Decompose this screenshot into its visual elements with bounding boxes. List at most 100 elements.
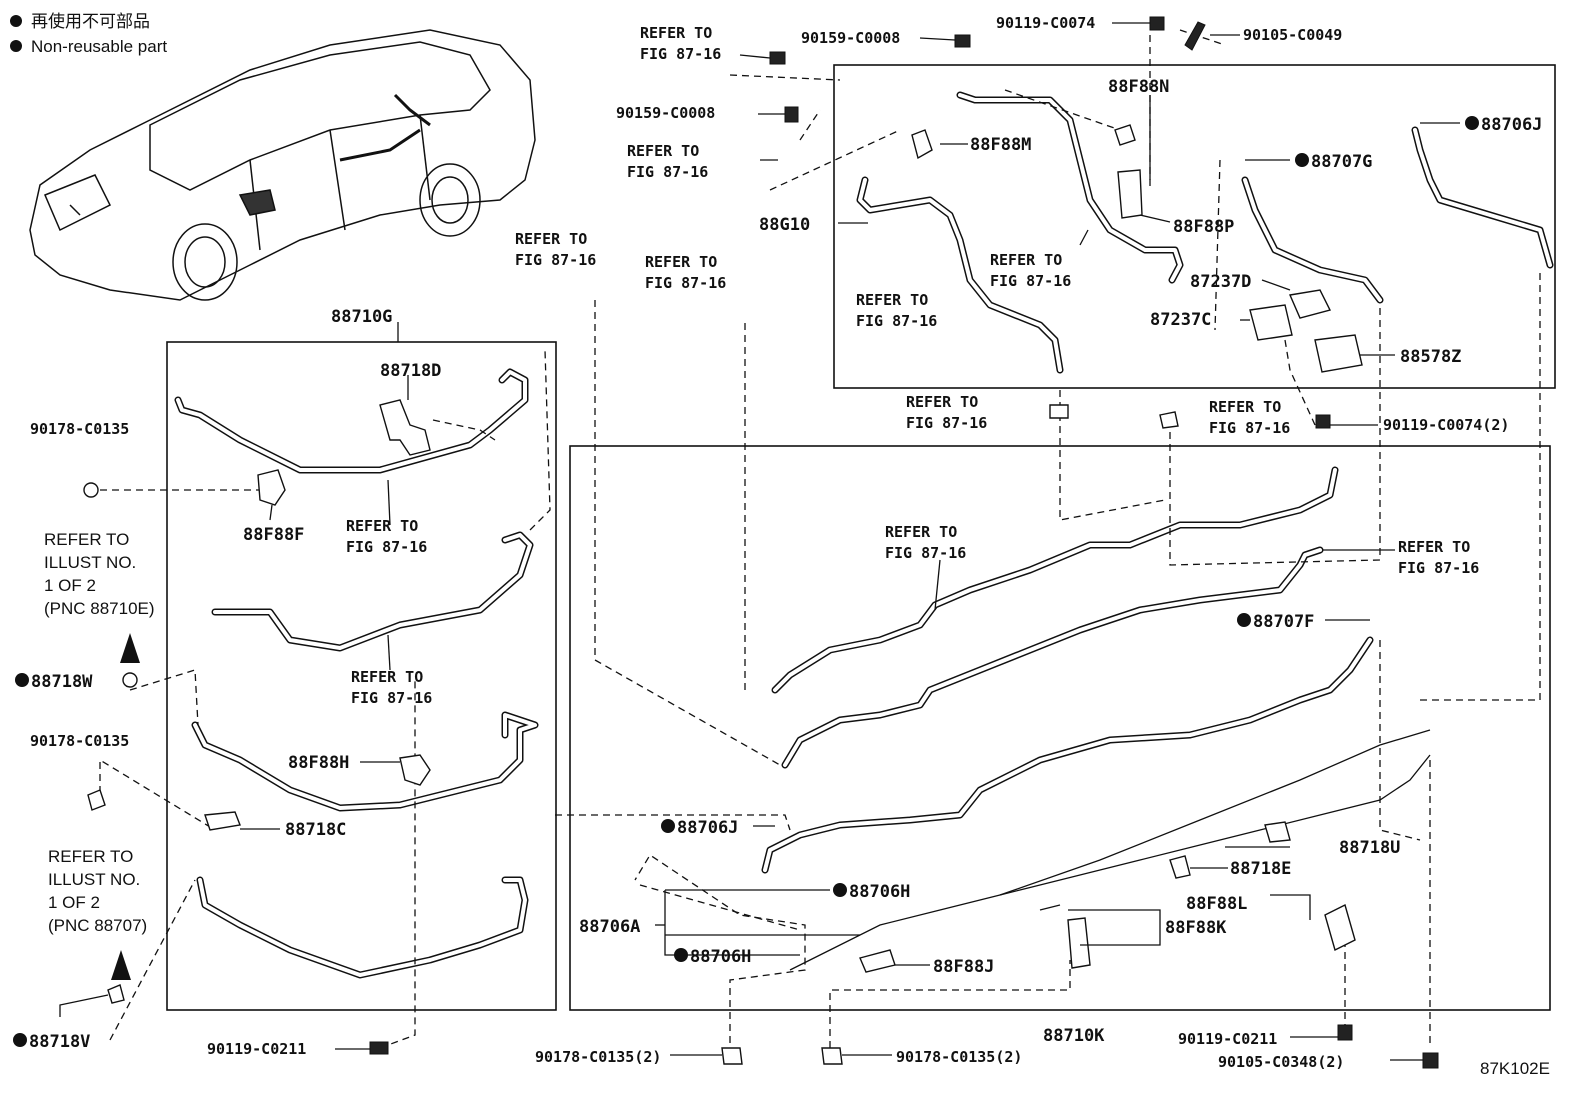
part-label-90178-c0135-2b: 90178-C0135(2) — [896, 1048, 1022, 1066]
bolt-90119-c0074-2-icon — [1315, 414, 1331, 429]
clamp-88718e-icon — [1169, 855, 1191, 879]
non-reusable-bullet-icon — [661, 819, 675, 833]
part-label-88f88f: 88F88F — [243, 525, 304, 545]
fig-reference: FIG 87-16 — [1398, 559, 1479, 577]
part-label-88f88l: 88F88L — [1186, 894, 1247, 914]
clamp-88f88m-icon — [911, 129, 933, 160]
refer-to-label: REFER TO — [856, 291, 928, 309]
refer-to-label: REFER TO — [1209, 398, 1281, 416]
part-label-88f88j: 88F88J — [933, 957, 994, 977]
part-label-90119-c0211-a: 90119-C0211 — [207, 1040, 306, 1058]
non-reusable-bullet-icon — [13, 1033, 27, 1047]
illust-no-label: ILLUST NO. — [44, 553, 136, 572]
grommet-88718v-icon — [107, 984, 125, 1004]
fig-reference: FIG 87-16 — [906, 414, 987, 432]
bolt-90119-c0074-icon — [1149, 16, 1165, 31]
grommet-90178-2a-icon — [721, 1047, 743, 1065]
part-label-88f88h: 88F88H — [288, 753, 349, 773]
one-of-two-label: 1 OF 2 — [48, 893, 100, 912]
fig-reference: FIG 87-16 — [640, 45, 721, 63]
part-label-87237d: 87237D — [1190, 272, 1251, 292]
refer-to-label: REFER TO — [906, 393, 978, 411]
part-label-88707g: 88707G — [1311, 152, 1372, 172]
part-label-88g10: 88G10 — [759, 215, 810, 235]
part-label-90119-c0074-2: 90119-C0074(2) — [1383, 416, 1509, 434]
grommet-90178-icon — [83, 482, 99, 498]
clamp-88f88f-icon — [257, 469, 286, 506]
arrow-up-88707-icon — [111, 950, 131, 980]
bolt-90119-c0211-right-icon — [1337, 1024, 1353, 1041]
bolt-90159-c0008-icon — [769, 51, 786, 65]
fig-reference: FIG 87-16 — [346, 538, 427, 556]
part-label-88f88n: 88F88N — [1108, 77, 1169, 97]
part-label-87237c: 87237C — [1150, 310, 1211, 330]
fig-reference: FIG 87-16 — [645, 274, 726, 292]
part-label-90119-c0074: 90119-C0074 — [996, 14, 1095, 32]
pnc-88707-label: (PNC 88707) — [48, 916, 147, 935]
non-reusable-bullet-icon — [15, 673, 29, 687]
grommet-90178-2b-icon — [821, 1047, 843, 1065]
refer-to-label: REFER TO — [640, 24, 712, 42]
refer-to-label: REFER TO — [351, 668, 423, 686]
fig-reference: FIG 87-16 — [351, 689, 432, 707]
part-label-90105-c0049: 90105-C0049 — [1243, 26, 1342, 44]
refer-to-label: REFER TO — [346, 517, 418, 535]
callout-leaders — [59, 22, 1460, 1061]
gasket-88578z-icon — [1314, 334, 1363, 373]
part-label-88f88k: 88F88K — [1165, 918, 1227, 938]
piping-88710g-group — [174, 368, 539, 979]
non-reusable-bullet-icon — [1237, 613, 1251, 627]
part-label-88706h-a: 88706H — [849, 882, 910, 902]
refer-to-label: REFER TO — [627, 142, 699, 160]
piping-88710k-group — [761, 466, 1431, 971]
part-label-88718v: 88718V — [29, 1032, 90, 1052]
part-label-90119-c0211-b: 90119-C0211 — [1178, 1030, 1277, 1048]
part-label-88706h-b: 88706H — [690, 947, 751, 967]
pnc-88710e-label: (PNC 88710E) — [44, 599, 155, 618]
bolt-90119-c0211-icon — [369, 1041, 389, 1055]
bolt-90159-c0008-mid-icon — [954, 34, 971, 48]
part-label-90159-c0008-b: 90159-C0008 — [616, 104, 715, 122]
refer-illust-label: REFER TO — [48, 847, 133, 866]
assembly-box-88710g — [166, 341, 557, 1011]
refer-to-label: REFER TO — [1398, 538, 1470, 556]
vehicle-illustration — [29, 29, 536, 301]
fig-reference: FIG 87-16 — [885, 544, 966, 562]
clamp-refer-left-icon — [1049, 404, 1069, 419]
non-reusable-bullet-icon — [674, 948, 688, 962]
bolt-90105-c0348-icon — [1422, 1052, 1439, 1069]
bracket-88718d-icon — [379, 399, 431, 456]
part-label-90178-c0135-2a: 90178-C0135(2) — [535, 1048, 661, 1066]
part-label-88707f: 88707F — [1253, 612, 1314, 632]
legend-japanese: 再使用不可部品 — [31, 11, 150, 31]
bolt-90159-c0008-lower-icon — [784, 106, 799, 123]
fig-reference: FIG 87-16 — [515, 251, 596, 269]
fig-reference: FIG 87-16 — [856, 312, 937, 330]
part-label-88718u: 88718U — [1339, 838, 1400, 858]
bracket-88f88k-icon — [1067, 917, 1091, 969]
fig-reference: FIG 87-16 — [627, 163, 708, 181]
non-reusable-bullet-icon — [1465, 116, 1479, 130]
part-label-88718w: 88718W — [31, 672, 93, 692]
arrow-up-88710e-icon — [120, 633, 140, 663]
legend-english: Non-reusable part — [31, 37, 167, 56]
fig-reference: FIG 87-16 — [1209, 419, 1290, 437]
clamp-88f88h-icon — [399, 754, 431, 786]
bracket-87237d-icon — [1289, 289, 1332, 319]
dashed-leaders — [99, 29, 1541, 1055]
assembly-box-88710k — [569, 445, 1551, 1011]
part-label-88f88m: 88F88M — [970, 135, 1031, 155]
fig-reference: FIG 87-16 — [990, 272, 1071, 290]
grommet-90178-lower-icon — [87, 789, 106, 811]
one-of-two-label: 1 OF 2 — [44, 576, 96, 595]
part-label-88718e: 88718E — [1230, 859, 1291, 879]
part-label-88f88p: 88F88P — [1173, 217, 1234, 237]
part-label-88718c: 88718C — [285, 820, 346, 840]
piping-88g10-group — [856, 91, 1554, 374]
assembly-box-88g10 — [833, 64, 1556, 389]
bracket-88f88p-icon — [1117, 169, 1143, 219]
figure-id: 87K102E — [1480, 1059, 1550, 1078]
part-label-88710g: 88710G — [331, 307, 392, 327]
bolt-90105-c0049-icon — [1184, 21, 1206, 51]
